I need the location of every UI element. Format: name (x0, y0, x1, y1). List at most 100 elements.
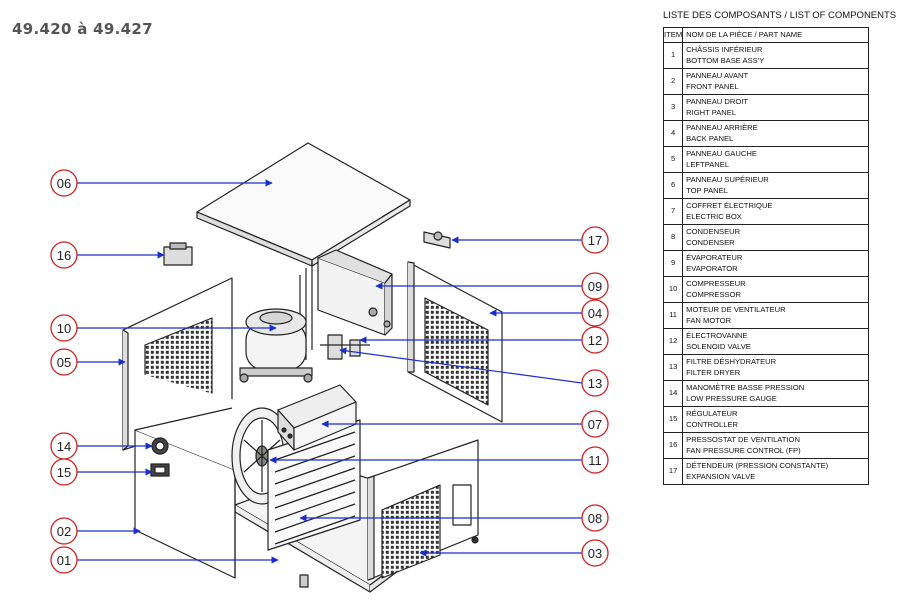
part-name-en: TOP PANEL (686, 185, 728, 195)
row-item-number: 2 (662, 68, 684, 95)
part-name-fr: FILTRE DÉSHYDRATEUR (686, 357, 777, 366)
header-item: ITEM (662, 27, 684, 43)
part-name-fr: COFFRET ÉLECTRIQUE (686, 201, 773, 210)
front-panel (134, 372, 236, 579)
row-item-number: 10 (662, 276, 684, 303)
callouts-left: 06 16 10 05 14 15 02 01 (50, 169, 78, 574)
table-header-row: ITEM NOM DE LA PIÈCE / PART NAME (662, 27, 869, 43)
part-name-en: ELECTRIC BOX (686, 211, 742, 221)
callout-09: 09 (581, 272, 609, 300)
part-name-en: FRONT PANEL (686, 81, 739, 91)
part-name-fr: ÉLECTROVANNE (686, 331, 748, 340)
callout-16: 16 (50, 241, 78, 269)
part-name-en: LEFTPANEL (686, 159, 730, 169)
part-name-fr: CONDENSEUR (686, 227, 741, 236)
callout-02: 02 (50, 517, 78, 545)
callout-05: 05 (50, 348, 78, 376)
part-name-en: COMPRESSOR (686, 289, 741, 299)
part-name-en: BOTTOM BASE ASS'Y (686, 55, 765, 65)
callout-07: 07 (581, 410, 609, 438)
part-name-en: EVAPORATOR (686, 263, 738, 273)
part-name-fr: PANNEAU GAUCHE (686, 149, 757, 158)
svg-text:11: 11 (588, 453, 602, 468)
svg-text:17: 17 (588, 233, 602, 248)
callout-17: 17 (581, 226, 609, 254)
callout-08: 08 (581, 504, 609, 532)
part-name-fr: PRESSOSTAT DE VENTILATION (686, 435, 800, 444)
callout-11: 11 (581, 446, 609, 474)
part-name-fr: ÉVAPORATEUR (686, 253, 743, 262)
part-name-fr: MOTEUR DE VENTILATEUR (686, 305, 786, 314)
top-panel (196, 142, 411, 267)
row-part-name: DÉTENDEUR (PRESSION CONSTANTE)EXPANSION … (682, 458, 869, 485)
callouts-right: 17 09 04 12 13 07 11 08 03 (581, 226, 609, 567)
svg-text:16: 16 (57, 248, 71, 263)
row-item-number: 9 (662, 250, 684, 277)
solenoid-and-filter (320, 334, 370, 360)
row-item-number: 4 (662, 120, 684, 147)
fan-pressure-control (163, 242, 193, 266)
part-name-en: FILTER DRYER (686, 367, 741, 377)
part-name-en: BACK PANEL (686, 133, 734, 143)
part-name-en: FAN PRESSURE CONTROL (FP) (686, 445, 801, 455)
part-name-en: FAN MOTOR (686, 315, 732, 325)
callout-03: 03 (581, 539, 609, 567)
row-item-number: 1 (662, 42, 684, 69)
part-name-fr: COMPRESSEUR (686, 279, 746, 288)
part-name-fr: PANNEAU AVANT (686, 71, 749, 80)
row-item-number: 17 (662, 458, 684, 485)
part-name-en: CONDENSER (686, 237, 735, 247)
callout-15: 15 (50, 458, 78, 486)
row-item-number: 14 (662, 380, 684, 407)
back-panel (407, 261, 503, 423)
row-item-number: 13 (662, 354, 684, 381)
svg-text:10: 10 (57, 321, 71, 336)
part-name-fr: MANOMÈTRE BASSE PRESSION (686, 383, 805, 392)
right-panel (367, 439, 479, 581)
svg-text:03: 03 (588, 546, 602, 561)
svg-text:02: 02 (57, 524, 71, 539)
expansion-valve (423, 231, 451, 249)
leader-lines (76, 179, 583, 564)
row-item-number: 15 (662, 406, 684, 433)
part-name-en: EXPANSION VALVE (686, 471, 756, 481)
part-name-en: RIGHT PANEL (686, 107, 737, 117)
part-name-en: CONTROLLER (686, 419, 739, 429)
part-name-fr: RÉGULATEUR (686, 409, 738, 418)
header-part-name: NOM DE LA PIÈCE / PART NAME (682, 27, 869, 43)
row-item-number: 12 (662, 328, 684, 355)
part-name-fr: DÉTENDEUR (PRESSION CONSTANTE) (686, 461, 829, 470)
svg-text:05: 05 (57, 355, 71, 370)
part-name-fr: PANNEAU SUPÉRIEUR (686, 175, 769, 184)
row-item-number: 16 (662, 432, 684, 459)
row-item-number: 8 (662, 224, 684, 251)
part-name-fr: CHÂSSIS INFÉRIEUR (686, 45, 763, 54)
